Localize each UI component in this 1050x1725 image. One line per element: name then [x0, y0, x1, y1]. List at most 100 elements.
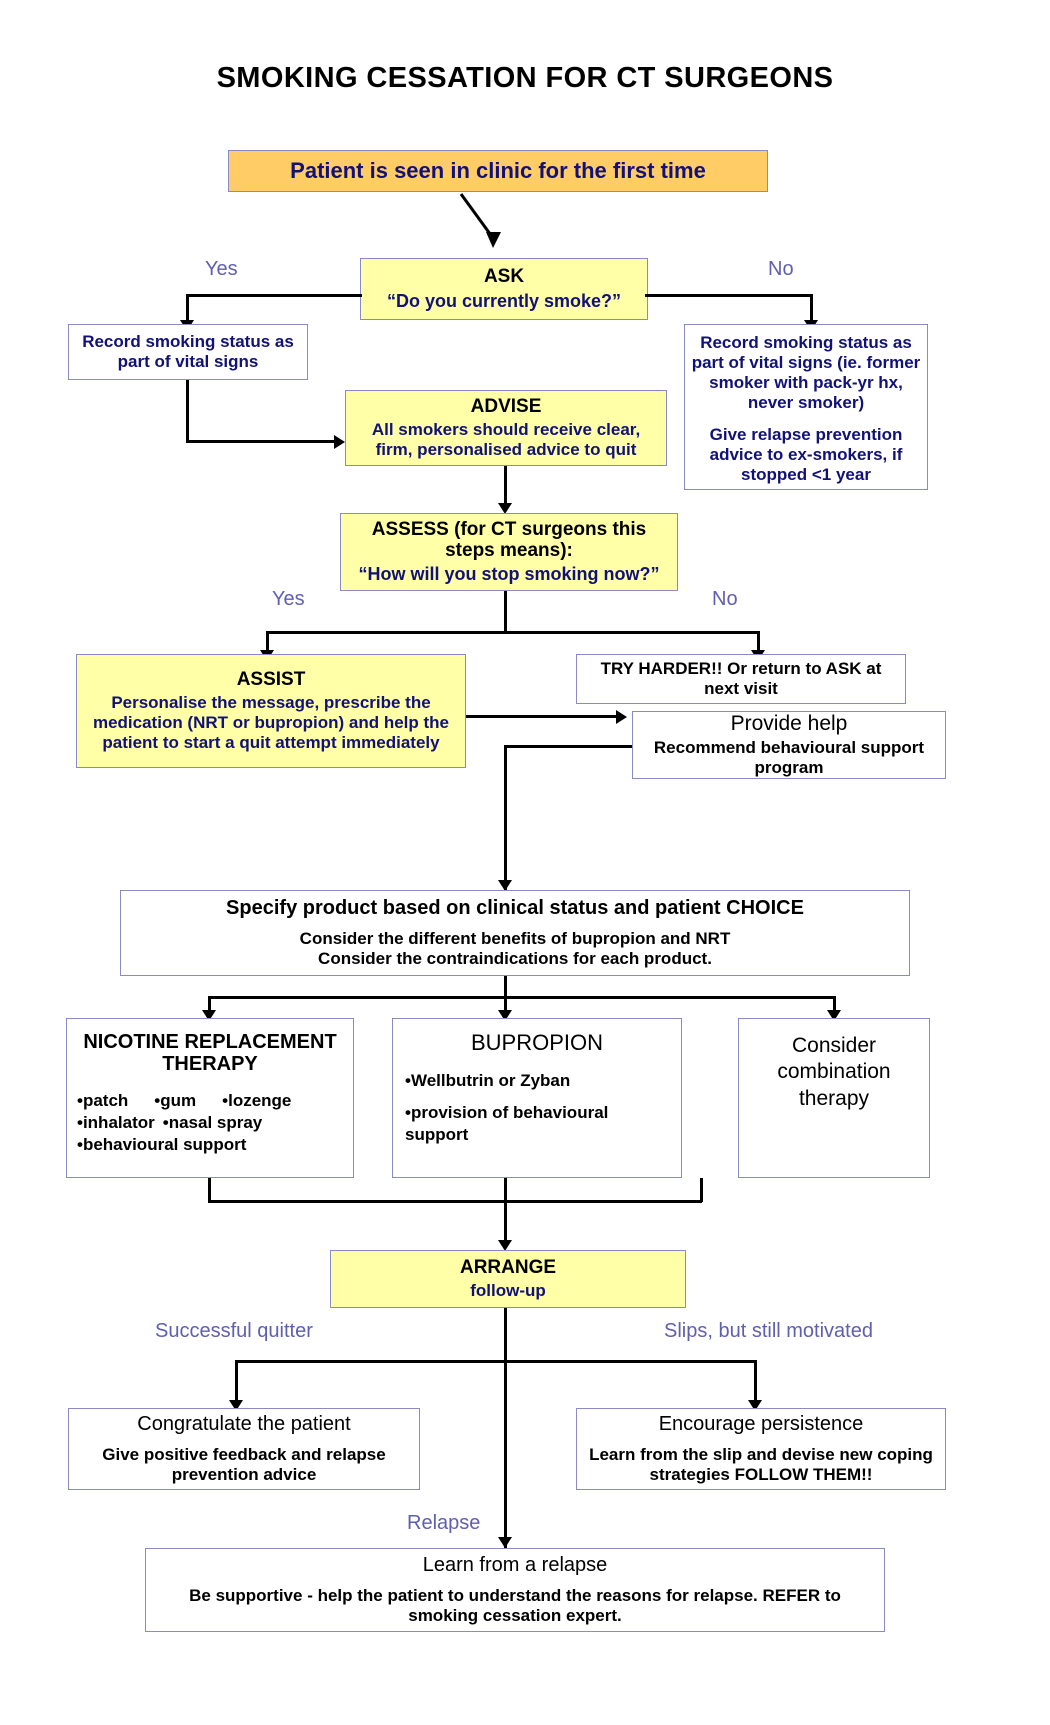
node-arrange-header: ARRANGE: [459, 1257, 557, 1279]
connector-arrange-center-down: [504, 1360, 507, 1548]
connector-specify-stem: [504, 976, 507, 998]
node-congratulate-patient: Congratulate the patient Give positive f…: [68, 1408, 420, 1490]
node-learn-relapse-body: Be supportive - help the patient to unde…: [189, 1586, 841, 1626]
node-assess: ASSESS (for CT surgeons this steps means…: [340, 513, 678, 591]
node-nrt-bullet-nasal-spray: •nasal spray: [162, 1112, 263, 1132]
node-start-text: Patient is seen in clinic for the first …: [290, 158, 706, 184]
arrowhead-to-encourage: [748, 1400, 762, 1411]
connector-assess-left-v: [266, 631, 269, 654]
node-combination-header: Consider combination therapy: [777, 1034, 891, 1110]
node-congratulate-body: Give positive feedback and relapse preve…: [102, 1444, 386, 1484]
node-arrange: ARRANGE follow-up: [330, 1250, 686, 1308]
connector-merge-to-arrange: [504, 1200, 507, 1248]
branch-label-relapse: Relapse: [407, 1512, 481, 1534]
node-nrt-bullet-patch: •patch: [77, 1090, 129, 1110]
connector-arrange-stem: [504, 1308, 507, 1364]
node-congratulate-header: Congratulate the patient: [137, 1413, 351, 1435]
connector-nrt-down: [208, 1178, 211, 1202]
node-specify-product: Specify product based on clinical status…: [120, 890, 910, 976]
node-assess-header: ASSESS (for CT surgeons this steps means…: [371, 519, 647, 562]
node-ask-header: ASK: [483, 266, 525, 288]
node-specify-product-header: Specify product based on clinical status…: [226, 896, 804, 919]
node-ask-body: “Do you currently smoke?”: [386, 290, 622, 311]
node-arrange-body: follow-up: [470, 1280, 546, 1300]
arrowhead-advise-to-assess: [498, 503, 512, 514]
connector-therapy-combination-v: [833, 996, 836, 1014]
connector-assess-right-v: [757, 631, 760, 654]
arrowhead-to-bupropion: [498, 1010, 512, 1021]
node-assist: ASSIST Personalise the message, prescrib…: [76, 654, 466, 768]
connector-assess-stem: [504, 591, 507, 633]
connector-arrange-right-v: [754, 1360, 757, 1404]
connector-recordyes-v: [186, 380, 189, 442]
node-try-harder: TRY HARDER!! Or return to ASK at next vi…: [576, 654, 906, 704]
node-try-harder-text: TRY HARDER!! Or return to ASK at next vi…: [600, 658, 882, 698]
connector-therapy-bupropion-v: [504, 996, 507, 1014]
connector-ask-left-h: [186, 294, 362, 297]
node-learn-from-relapse: Learn from a relapse Be supportive - hel…: [145, 1548, 885, 1632]
node-nrt-bullet-row-1: •patch •gum •lozenge: [77, 1090, 291, 1112]
node-nrt-bullet-lozenge: •lozenge: [222, 1090, 292, 1110]
node-encourage-body: Learn from the slip and devise new copin…: [589, 1444, 933, 1484]
node-bupropion-header: BUPROPION: [470, 1030, 604, 1055]
connector-ask-right-v: [810, 294, 813, 324]
connector-combination-down: [700, 1178, 703, 1202]
node-start: Patient is seen in clinic for the first …: [228, 150, 768, 192]
node-nrt-bullet-row-3: •behavioural support: [77, 1134, 291, 1156]
connector-ask-right-h: [645, 294, 813, 297]
node-specify-product-body-1: Consider the different benefits of bupro…: [299, 929, 731, 949]
connector-trunk-to-providehelp-h: [504, 745, 632, 748]
node-record-smoking-status-no: Record smoking status as part of vital s…: [684, 324, 928, 490]
node-assess-body: “How will you stop smoking now?”: [358, 563, 660, 584]
branch-label-successful-quitter: Successful quitter: [155, 1320, 313, 1342]
branch-label-assess-no: No: [712, 588, 738, 610]
node-ask: ASK “Do you currently smoke?”: [360, 258, 648, 320]
connector-arrange-split: [235, 1360, 757, 1363]
node-advise-body: All smokers should receive clear, firm, …: [371, 420, 641, 460]
node-nrt-header: NICOTINE REPLACEMENT THERAPY: [83, 1031, 337, 1076]
arrowhead-assist-to-providehelp: [616, 710, 627, 724]
arrowhead-recordyes-to-advise: [334, 435, 345, 449]
node-learn-relapse-header: Learn from a relapse: [422, 1553, 608, 1576]
node-provide-help-header: Provide help: [730, 712, 848, 736]
node-nrt-bullet-gum: •gum: [154, 1090, 197, 1110]
node-provide-help-body: Recommend behavioural support program: [653, 737, 925, 777]
connector-trunk-down-to-specify: [504, 745, 507, 890]
node-assist-header: ASSIST: [236, 668, 306, 690]
node-nicotine-replacement-therapy: NICOTINE REPLACEMENT THERAPY •patch•gum•…: [66, 1018, 354, 1178]
arrowhead-to-combination: [827, 1010, 841, 1021]
node-nrt-bullet-row-2: •inhalator •nasal spray: [77, 1112, 291, 1134]
connector-recordyes-h: [186, 440, 336, 443]
page-title: SMOKING CESSATION FOR CT SURGEONS: [216, 62, 834, 94]
connector-arrange-left-v: [235, 1360, 238, 1404]
node-record-smoking-status-yes: Record smoking status as part of vital s…: [68, 324, 308, 380]
arrowhead-trunk-to-specify: [498, 880, 512, 891]
arrowhead-to-nrt: [202, 1010, 216, 1021]
connector-therapy-merge: [208, 1200, 702, 1203]
node-bupropion-bullet-2: •provision of behavioural support: [405, 1102, 609, 1144]
branch-label-slips-motivated: Slips, but still motivated: [664, 1320, 873, 1342]
node-advise: ADVISE All smokers should receive clear,…: [345, 390, 667, 466]
node-consider-combination-therapy: Consider combination therapy: [738, 1018, 930, 1178]
node-encourage-header: Encourage persistence: [658, 1413, 864, 1435]
node-record-no-text-2: Give relapse prevention advice to ex-smo…: [709, 424, 903, 484]
branch-label-ask-yes: Yes: [205, 258, 238, 280]
arrowhead-to-arrange: [498, 1240, 512, 1251]
node-assist-body: Personalise the message, prescribe the m…: [92, 693, 450, 753]
node-encourage-persistence: Encourage persistence Learn from the sli…: [576, 1408, 946, 1490]
connector-advise-to-assess-v: [504, 466, 507, 508]
node-nrt-bullet-inhalator: •inhalator: [77, 1112, 155, 1132]
node-nrt-bullet-behavioural-support: •behavioural support: [77, 1134, 247, 1154]
arrowhead-to-learn-relapse: [498, 1537, 512, 1548]
connector-assess-split: [266, 631, 760, 634]
node-provide-help: Provide help Recommend behavioural suppo…: [632, 711, 946, 779]
connector-therapy-nrt-v: [208, 996, 211, 1014]
connector-assist-to-providehelp-h: [466, 715, 618, 718]
connector-therapy-split: [208, 996, 836, 999]
connector-bupropion-down: [504, 1178, 507, 1202]
branch-label-ask-no: No: [768, 258, 794, 280]
node-record-yes-text: Record smoking status as part of vital s…: [82, 331, 294, 371]
node-specify-product-body-2: Consider the contraindications for each …: [318, 949, 712, 969]
node-record-no-text-1: Record smoking status as part of vital s…: [691, 333, 921, 413]
arrowhead-to-congratulate: [229, 1400, 243, 1411]
